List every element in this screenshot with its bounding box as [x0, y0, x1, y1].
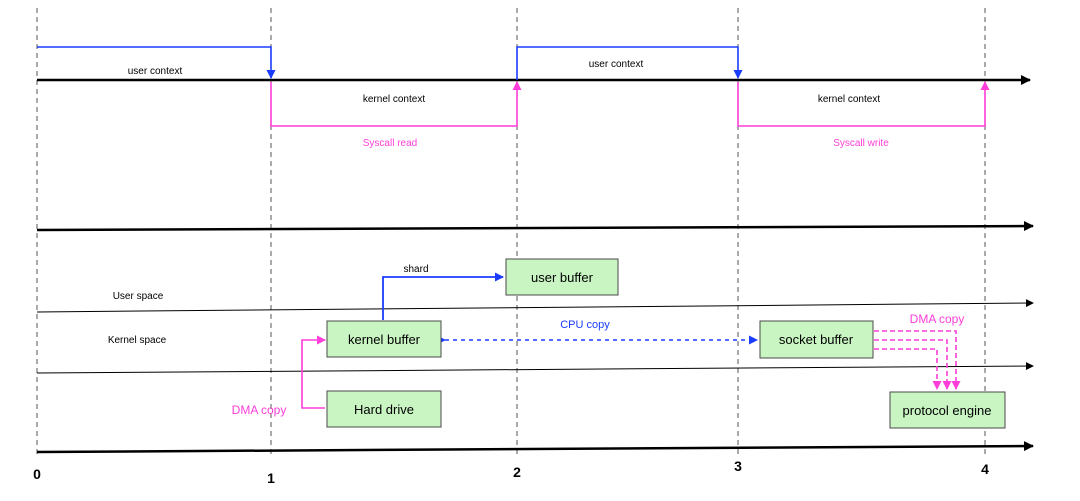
divider-axis [36, 221, 1034, 232]
socket-buffer-box: socket buffer [759, 320, 874, 359]
syscall-write-label: Syscall write [833, 138, 889, 149]
kernel-buffer-label: kernel buffer [348, 332, 421, 347]
dma-copy-arrow-right-2 [874, 339, 952, 390]
dma-copy-arrow-right-3 [874, 348, 942, 390]
kernel-context-line-2 [737, 81, 990, 127]
hard-drive-label: Hard drive [354, 402, 414, 417]
tick-label-4: 4 [981, 461, 989, 477]
socket-buffer-label: socket buffer [779, 332, 854, 347]
shard-label: shard [403, 264, 428, 275]
kernel-hardware-separator [36, 362, 1034, 374]
dma-copy-label-left: DMA copy [232, 403, 287, 417]
tick-label-1: 1 [267, 470, 275, 486]
user-kernel-separator [36, 299, 1034, 313]
kernel-context-label-1: kernel context [363, 94, 425, 105]
dma-copy-label-right: DMA copy [910, 312, 965, 326]
user-buffer-box: user buffer [505, 258, 619, 296]
dma-copy-arrow-right-1 [874, 330, 961, 390]
kernel-context-label-2: kernel context [818, 94, 880, 105]
kernel-buffer-box: kernel buffer [326, 320, 442, 358]
user-context-line-1 [37, 46, 276, 79]
user-context-line-2 [516, 46, 743, 80]
cpu-copy-label: CPU copy [560, 319, 610, 331]
kernel-context-line-1 [270, 81, 522, 127]
user-context-label-1: user context [128, 66, 183, 77]
hard-drive-box: Hard drive [326, 390, 442, 428]
protocol-engine-label: protocol engine [903, 403, 992, 418]
user-space-label: User space [113, 291, 164, 302]
syscall-read-label: Syscall read [363, 138, 417, 149]
tick-label-0: 0 [33, 466, 41, 482]
dma-copy-arrows-right [874, 330, 961, 390]
user-buffer-label: user buffer [531, 270, 594, 285]
kernel-space-label: Kernel space [108, 335, 167, 346]
user-context-label-2: user context [589, 59, 644, 70]
shard-arrow [382, 272, 504, 320]
protocol-engine-box: protocol engine [889, 391, 1006, 429]
tick-label-3: 3 [734, 458, 742, 474]
timeline-axis-bottom [36, 441, 1034, 454]
dma-copy-arrow-left [301, 335, 326, 409]
tick-label-2: 2 [513, 464, 521, 480]
